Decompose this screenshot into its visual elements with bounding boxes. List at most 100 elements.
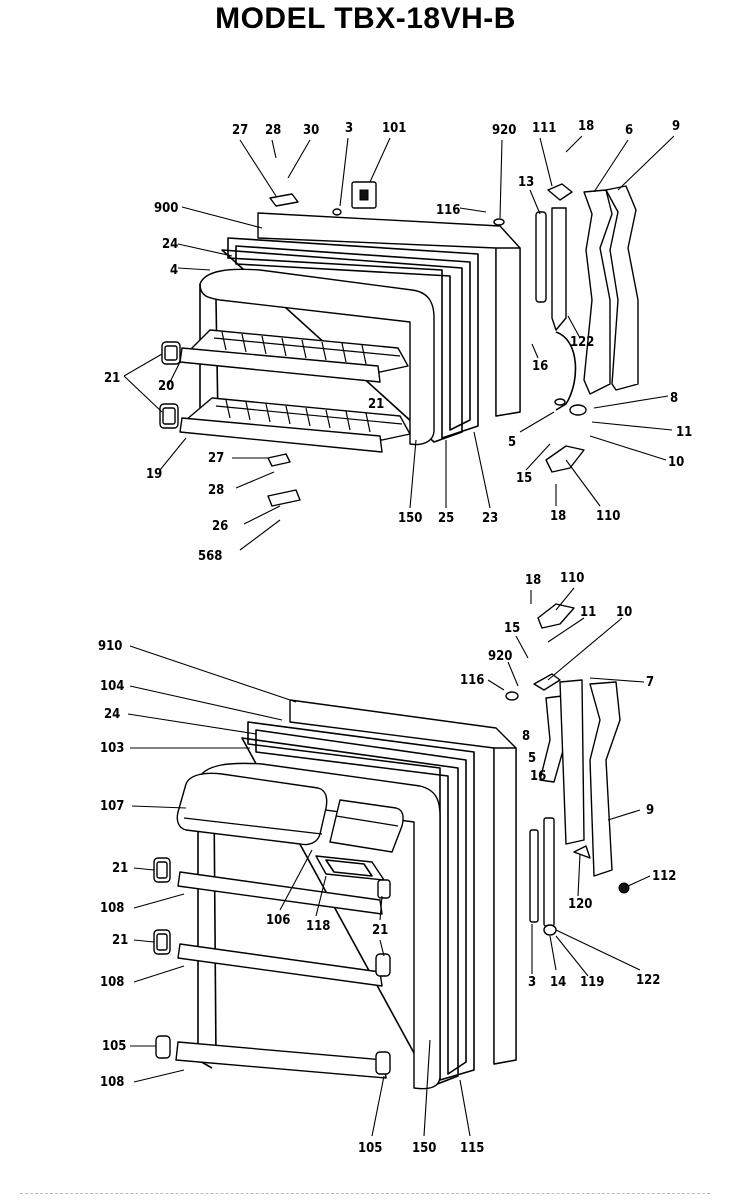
handle-trim-122 <box>551 207 567 331</box>
bottom-hinge-bracket <box>267 489 301 507</box>
hinge-pin-10 <box>533 673 561 691</box>
handle-strap-5 <box>555 331 577 411</box>
callout-label: 28 <box>208 483 224 498</box>
callout-label: 920 <box>488 649 512 664</box>
callout-label: 115 <box>460 1141 484 1156</box>
callout-label: 110 <box>596 509 620 524</box>
callout-label: 28 <box>265 123 281 138</box>
callout-label: 150 <box>398 511 422 526</box>
callout-label: 25 <box>438 511 454 526</box>
callout-label: 3 <box>528 975 536 990</box>
door-shelf-rail <box>175 1041 387 1079</box>
callout-label: 108 <box>100 1075 124 1090</box>
callout-label: 568 <box>198 549 222 564</box>
callout-label: 23 <box>482 511 498 526</box>
callout-label: 18 <box>525 573 541 588</box>
callout-label: 11 <box>676 425 692 440</box>
callout-label: 16 <box>530 769 546 784</box>
callout-label: 110 <box>560 571 584 586</box>
callout-label: 122 <box>636 973 660 988</box>
callout-label: 900 <box>154 201 178 216</box>
callout-label: 120 <box>568 897 592 912</box>
callout-label: 103 <box>100 741 124 756</box>
callout-label: 21 <box>104 371 120 386</box>
callout-label: 27 <box>232 123 248 138</box>
callout-label: 24 <box>104 707 120 722</box>
callout-label: 108 <box>100 975 124 990</box>
shelf-end-cap <box>155 1035 171 1059</box>
callout-label: 21 <box>112 933 128 948</box>
callout-label: 15 <box>504 621 520 636</box>
freezer-upper-shelf <box>179 329 409 383</box>
callout-label: 116 <box>460 673 484 688</box>
callout-label: 122 <box>570 335 594 350</box>
callout-label: 5 <box>528 751 536 766</box>
callout-label: 7 <box>646 675 654 690</box>
callout-label: 920 <box>492 123 516 138</box>
callout-label: 15 <box>516 471 532 486</box>
top-hinge-bracket <box>269 193 299 207</box>
freezer-door-liner <box>199 268 435 446</box>
callout-label: 18 <box>550 509 566 524</box>
callout-label: 4 <box>170 263 178 278</box>
leader-lines <box>123 135 675 1137</box>
door-shelf-rail <box>177 871 383 915</box>
upper-callouts: 27 28 30 3 101 920 111 18 6 9 900 116 13… <box>104 119 692 564</box>
bracket-110 <box>545 445 585 473</box>
handle-9 <box>589 681 621 877</box>
callout-label: 118 <box>306 919 330 934</box>
bottom-divider <box>20 1193 710 1194</box>
top-hinge-110 <box>537 603 575 629</box>
handle-9 <box>605 185 639 391</box>
freezer-door-assembly <box>159 181 639 507</box>
callout-label: 112 <box>652 869 676 884</box>
handle-6 <box>583 189 613 395</box>
door-shelf-rail <box>177 943 383 987</box>
lower-callouts: 18 110 11 15 10 920 116 910 7 104 24 8 1… <box>98 571 676 1156</box>
callout-label: 104 <box>100 679 124 694</box>
callout-label: 11 <box>580 605 596 620</box>
freezer-lower-shelf <box>179 397 411 453</box>
callout-label: 30 <box>303 123 319 138</box>
callout-label: 19 <box>146 467 162 482</box>
callout-label: 106 <box>266 913 290 928</box>
freezer-lower-shelf-rail <box>179 417 383 453</box>
callout-label: 20 <box>158 379 174 394</box>
callout-label: 150 <box>412 1141 436 1156</box>
callout-label: 5 <box>508 435 516 450</box>
callout-label: 910 <box>98 639 122 654</box>
hinge-cap-111 <box>547 183 573 201</box>
callout-label: 21 <box>112 861 128 876</box>
callout-label: 116 <box>436 203 460 218</box>
trim-3 <box>529 829 539 923</box>
callout-label: 10 <box>668 455 684 470</box>
model-title: MODEL TBX-18VH-B <box>215 2 516 35</box>
freezer-door-gasket <box>227 237 479 439</box>
callout-label: 8 <box>670 391 678 406</box>
callout-label: 105 <box>102 1039 126 1054</box>
callout-label: 9 <box>672 119 680 134</box>
handle-bar-13 <box>535 211 547 303</box>
dairy-compartment-door <box>176 772 328 846</box>
bottom-hinge-pin <box>267 453 291 467</box>
callout-label: 3 <box>345 121 353 136</box>
callout-label: 18 <box>578 119 594 134</box>
callout-label: 108 <box>100 901 124 916</box>
callout-label: 27 <box>208 451 224 466</box>
callout-label: 24 <box>162 237 178 252</box>
callout-label: 26 <box>212 519 228 534</box>
fresh-food-outer-door-panel <box>289 699 517 1065</box>
fresh-food-door-assembly <box>153 603 630 1090</box>
callout-label: 9 <box>646 803 654 818</box>
handle-7 <box>559 679 585 845</box>
callout-label: 21 <box>368 397 384 412</box>
callout-label: 107 <box>100 799 124 814</box>
callout-label: 10 <box>616 605 632 620</box>
callout-label: 13 <box>518 175 534 190</box>
trim-122 <box>543 817 555 927</box>
callout-label: 14 <box>550 975 566 990</box>
callout-label: 119 <box>580 975 604 990</box>
callout-label: 111 <box>532 121 556 136</box>
butter-compartment <box>329 799 404 853</box>
